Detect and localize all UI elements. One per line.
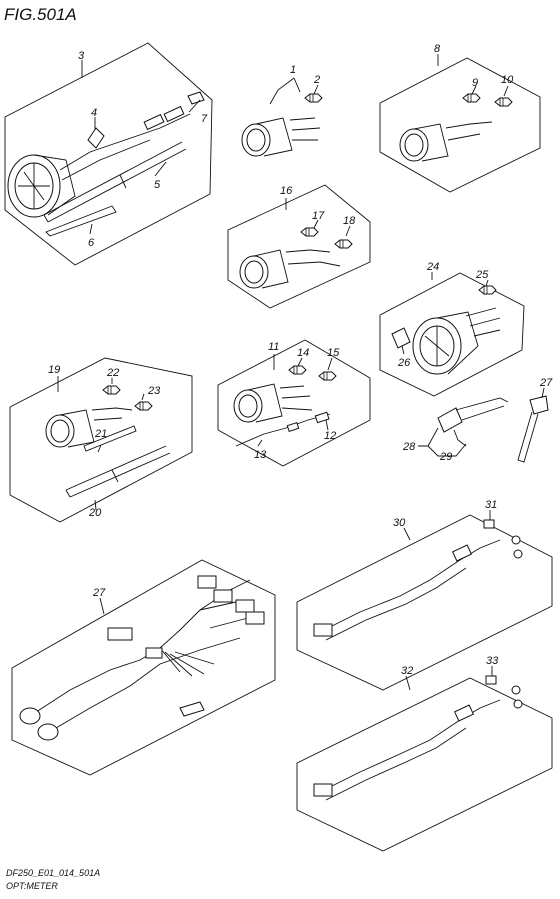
callout-24: 24: [426, 261, 439, 273]
cable-tie-icon: [45, 205, 117, 237]
group-box-16: 16 17 18: [227, 184, 371, 309]
callout-14: 14: [297, 347, 309, 359]
harness-icon: [313, 519, 523, 641]
tube-icon: [65, 445, 171, 498]
gauge-icon: [7, 113, 191, 218]
callout-20: 20: [88, 507, 102, 519]
group-lever: 27 28 29: [402, 377, 553, 463]
gauge-icon: [239, 249, 341, 289]
callout-9: 9: [472, 77, 478, 89]
callout-8: 8: [434, 43, 441, 55]
group-box-11: 11 14 15 12 13: [217, 339, 371, 467]
callout-4: 4: [91, 107, 97, 119]
callout-3: 3: [78, 50, 85, 62]
callout-31: 31: [485, 499, 497, 511]
callout-25: 25: [475, 269, 489, 281]
bulb-icon: [300, 227, 319, 237]
group-box-30: 30 31: [296, 499, 553, 691]
callout-6: 6: [88, 237, 95, 249]
gauge-icon: [241, 117, 321, 157]
cable-tie-icon: [83, 425, 137, 452]
harness-icon: [143, 105, 185, 131]
group-box-3: 3 4 7 5 6: [4, 42, 213, 266]
bulb-icon: [87, 127, 105, 149]
gauge-icon: [233, 383, 313, 423]
harness-icon: [313, 675, 523, 801]
socket-icon: [494, 97, 513, 107]
socket-icon: [134, 401, 153, 411]
model-code: DF250_E01_014_501A: [6, 868, 100, 878]
bulb-icon: [304, 93, 323, 103]
socket-icon: [318, 371, 337, 381]
callout-28: 28: [402, 441, 416, 453]
bulb-icon: [478, 285, 497, 295]
callout-17: 17: [312, 210, 325, 222]
bulb-icon: [462, 93, 481, 103]
callout-29: 29: [439, 451, 452, 463]
callout-13: 13: [254, 449, 267, 461]
callout-10: 10: [501, 74, 514, 86]
callout-26: 26: [397, 357, 411, 369]
callout-23: 23: [147, 385, 161, 397]
lever-icon: [437, 395, 549, 463]
group-box-27: 27: [11, 559, 276, 776]
callout-5: 5: [154, 179, 161, 191]
gauge-icon: [45, 407, 133, 448]
socket-icon: [187, 91, 205, 105]
harness-icon: [19, 575, 265, 741]
callout-16: 16: [280, 185, 293, 197]
callout-11: 11: [268, 341, 279, 353]
callout-27a: 27: [539, 377, 553, 389]
callout-32: 32: [401, 665, 413, 677]
callout-12: 12: [324, 430, 336, 442]
callout-7: 7: [201, 113, 208, 125]
callout-22: 22: [106, 367, 119, 379]
bulb-icon: [102, 385, 121, 395]
socket-icon: [179, 701, 205, 717]
callout-18: 18: [343, 215, 356, 227]
group-box-24: 24 25 26: [379, 261, 525, 397]
callout-19: 19: [48, 364, 60, 376]
callout-2: 2: [313, 74, 320, 86]
socket-icon: [334, 239, 353, 249]
socket-icon: [391, 327, 411, 349]
group-box-8: 8 9 10: [379, 43, 541, 193]
callout-33: 33: [486, 655, 499, 667]
callout-30: 30: [393, 517, 406, 529]
callout-1: 1: [290, 64, 296, 76]
callout-15: 15: [327, 347, 340, 359]
group-box-19: 19 22 23 21 20: [9, 357, 193, 523]
section-label: OPT:METER: [6, 881, 58, 891]
harness-icon: [235, 411, 331, 447]
figure-title: FIG.501A: [4, 5, 77, 24]
group-item-1: 1 2: [241, 64, 323, 157]
callout-21: 21: [94, 428, 107, 440]
callout-27b: 27: [92, 587, 106, 599]
bulb-icon: [288, 365, 307, 375]
tube-icon: [43, 141, 187, 223]
gauge-icon: [412, 307, 501, 375]
gauge-icon: [399, 121, 493, 162]
group-box-32: 32 33: [296, 655, 553, 852]
